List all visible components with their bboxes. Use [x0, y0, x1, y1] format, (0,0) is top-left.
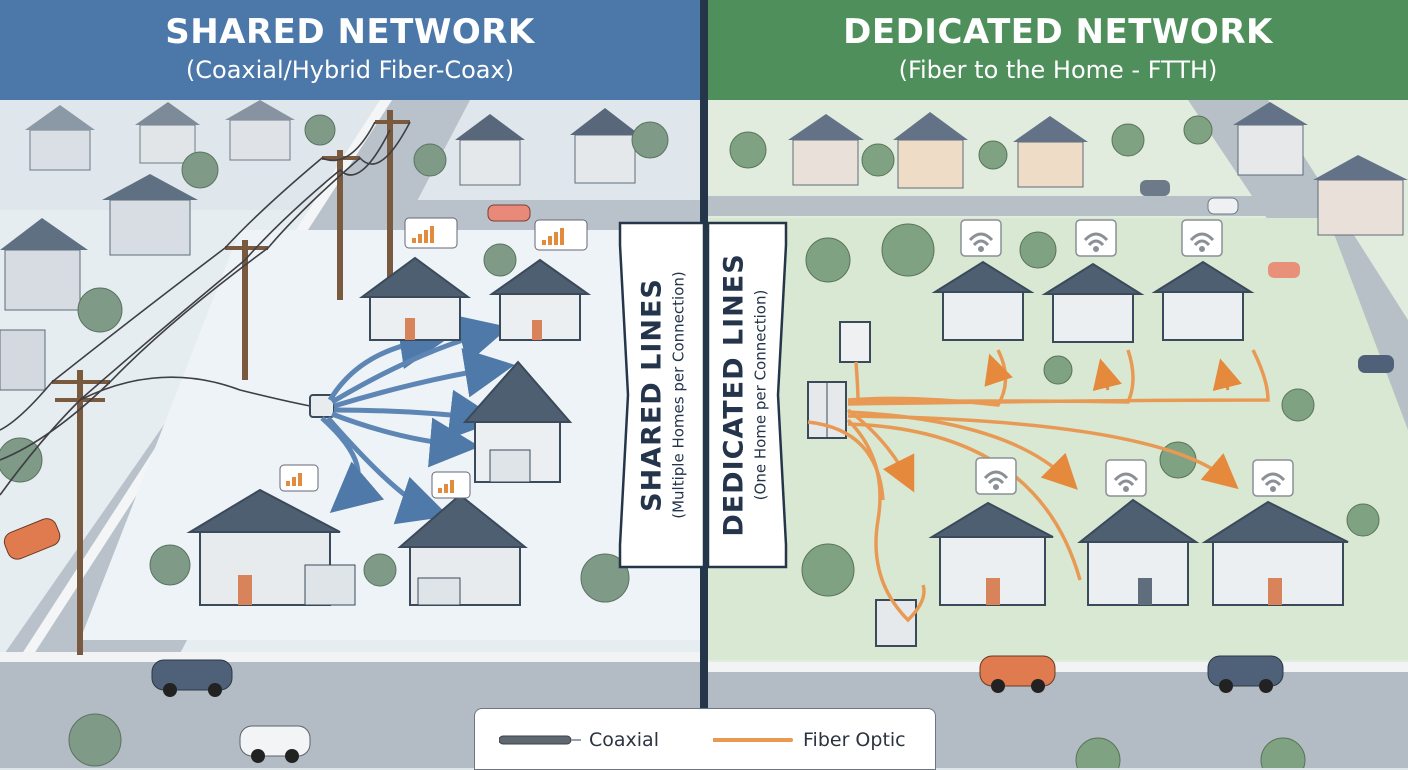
dedicated-network-title: DEDICATED NETWORK: [843, 12, 1273, 52]
house: [462, 360, 573, 483]
signal-bars-icon: [279, 464, 319, 492]
shared-network-panel: SHARED NETWORK (Coaxial/Hybrid Fiber-Coa…: [0, 0, 700, 768]
signal-bars-icon: [431, 471, 471, 499]
wifi-icon: [1105, 459, 1147, 497]
wifi-icon: [1075, 219, 1117, 257]
legend-item-coaxial: Coaxial: [499, 729, 659, 751]
legend-label-fiber: Fiber Optic: [803, 729, 906, 751]
house: [1151, 260, 1255, 341]
car: [239, 725, 311, 763]
coaxial-cable-icon: [499, 735, 581, 745]
shared-network-header: SHARED NETWORK (Coaxial/Hybrid Fiber-Coa…: [0, 0, 700, 100]
wifi-icon: [960, 219, 1002, 257]
overhead-wires: [0, 121, 411, 496]
legend: Coaxial Fiber Optic: [474, 708, 936, 770]
shared-badge-shape: [618, 221, 706, 569]
house: [928, 501, 1054, 606]
car: [1140, 180, 1394, 373]
car: [1207, 655, 1284, 693]
shared-network-subtitle: (Coaxial/Hybrid Fiber-Coax): [185, 56, 515, 84]
road-back: [708, 196, 1348, 216]
dedicated-lines-label: DEDICATED LINES: [718, 253, 750, 537]
dedicated-badge-shape: [706, 221, 788, 569]
wifi-icon: [1252, 459, 1294, 497]
car: [3, 518, 61, 560]
dedicated-network-panel: DEDICATED NETWORK (Fiber to the Home - F…: [708, 0, 1408, 768]
dedicated-lines-badge: DEDICATED LINES (One Home per Connection…: [618, 215, 788, 575]
shared-lines-badge: SHARED LINES (Multiple Homes per Connect…: [618, 215, 788, 575]
house: [1077, 498, 1200, 606]
house: [1201, 500, 1349, 606]
background-houses: [788, 102, 1408, 236]
house: [931, 260, 1035, 341]
house: [397, 493, 528, 606]
car: [151, 659, 233, 697]
legend-label-coaxial: Coaxial: [589, 729, 659, 751]
house: [358, 256, 472, 341]
wifi-icon: [975, 457, 1017, 495]
house: [1041, 262, 1145, 343]
dedicated-network-subtitle: (Fiber to the Home - FTTH): [898, 56, 1218, 84]
shared-network-scene: [0, 100, 700, 768]
house: [186, 488, 356, 606]
shared-network-title: SHARED NETWORK: [165, 12, 535, 52]
fiber-arrows-up: [984, 353, 1242, 392]
trees: [729, 115, 1380, 768]
signal-bars-icon: [404, 217, 458, 249]
dedicated-lines-sublabel: (One Home per Connection): [751, 289, 770, 501]
dedicated-lines-text: DEDICATED LINES (One Home per Connection…: [719, 253, 770, 536]
shared-line-arrows: [320, 315, 515, 525]
dedicated-network-header: DEDICATED NETWORK (Fiber to the Home - F…: [708, 0, 1408, 100]
signal-bars-icon: [534, 219, 588, 251]
legend-item-fiber: Fiber Optic: [713, 729, 906, 751]
house: [488, 258, 592, 341]
trees: [0, 114, 669, 768]
dedicated-network-scene: [708, 100, 1408, 768]
wifi-icon: [1181, 219, 1223, 257]
car: [487, 204, 531, 222]
car: [979, 655, 1056, 693]
background-houses: [0, 100, 640, 391]
fiber-optic-cable-icon: [713, 738, 793, 742]
